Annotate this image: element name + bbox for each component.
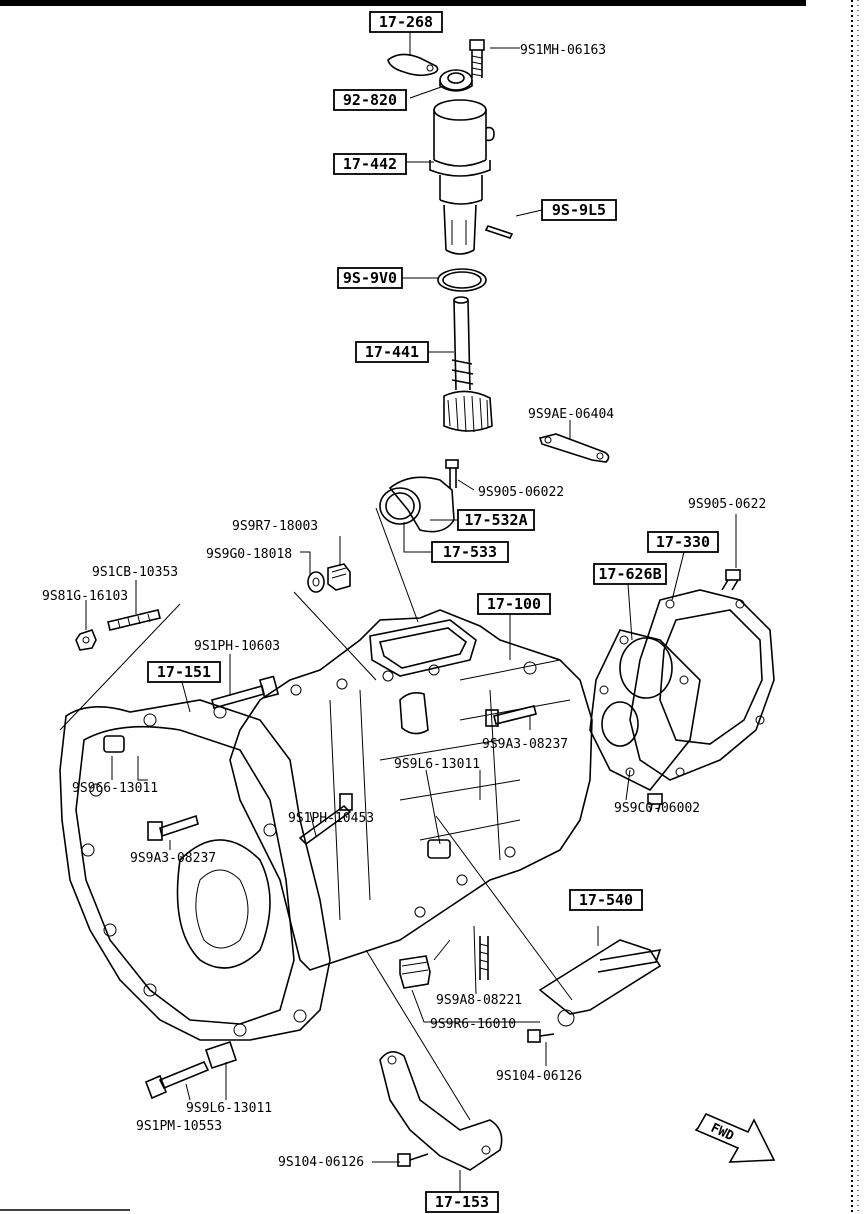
label-9s104-06126-right: 9S104-06126: [496, 1069, 582, 1084]
label-17-540: 17-540: [579, 891, 633, 909]
bracket-17-153: [379, 1051, 503, 1171]
label-17-151: 17-151: [157, 663, 211, 681]
retaining-plate: [387, 53, 439, 77]
label-9s9l6-13011-bottom: 9S9L6-13011: [186, 1101, 272, 1116]
bolt-9s104-right: [527, 1029, 555, 1043]
leader-lines: [59, 30, 737, 1192]
label-9s9ae-06404: 9S9AE-06404: [528, 407, 614, 422]
bolt-9s9a3-left: [147, 814, 199, 841]
label-17-532a: 17-532A: [464, 511, 527, 529]
plug-9s9r6: [399, 955, 431, 989]
oil-seal: [439, 69, 473, 92]
bolt-9s1ph-10603: [211, 675, 280, 709]
label-9s81g-16103: 9S81G-16103: [42, 589, 128, 604]
breather-9s9r7: [327, 563, 351, 591]
bolt-9s104-bottom: [397, 1153, 429, 1167]
extension-housing-17-330: [629, 589, 775, 781]
nut-9s81g: [75, 629, 97, 651]
label-17-100: 17-100: [487, 595, 541, 613]
dowel-9s966: [103, 735, 125, 753]
fwd-arrow: FWD: [694, 1112, 776, 1163]
boxed-part-numbers: 17-268 92-820 17-442 9S-9L5 9S-9V0 17-44…: [147, 11, 719, 1213]
bracket-9s9ae: [538, 433, 610, 463]
bolt-9s9c0: [647, 793, 663, 813]
label-9s104-06126-bottom: 9S104-06126: [278, 1155, 364, 1170]
driven-gear: [443, 296, 493, 433]
label-9s9a8-08221: 9S9A8-08221: [436, 993, 522, 1008]
label-9s9c0-06002: 9S9C0-06002: [614, 801, 700, 816]
label-92-820: 92-820: [343, 91, 397, 109]
label-9s1ph-10453: 9S1PH-10453: [288, 811, 374, 826]
bolt-9s905-right: [721, 569, 741, 591]
clutch-housing-17-151: [59, 699, 331, 1041]
stud-9s1cb: [107, 609, 161, 631]
label-9s-9v0: 9S-9V0: [343, 269, 397, 287]
label-9s905-06022: 9S905-06022: [478, 485, 564, 500]
bolt-9s1mh: [469, 39, 485, 78]
o-ring: [437, 268, 487, 292]
label-17-441: 17-441: [365, 343, 419, 361]
washer-9s9g0: [307, 571, 325, 593]
pin-9s9l5: [484, 225, 514, 239]
label-9s1pm-10553: 9S1PM-10553: [136, 1119, 222, 1134]
dowel-9s9l6-bottom: [204, 1040, 238, 1070]
label-9s966-13011: 9S966-13011: [72, 781, 158, 796]
label-9s1mh-06163: 9S1MH-06163: [520, 43, 606, 58]
label-9s9r6-16010: 9S9R6-16010: [430, 1017, 516, 1032]
label-17-442: 17-442: [343, 155, 397, 173]
stud-9s9a8: [479, 936, 489, 980]
bolt-9s9a3-right: [485, 705, 537, 727]
cover-17-532a: [379, 476, 455, 533]
label-9s9a3-08237-right: 9S9A3-08237: [482, 737, 568, 752]
top-border: [0, 0, 806, 6]
label-17-330: 17-330: [656, 533, 710, 551]
label-9s9a3-08237-left: 9S9A3-08237: [130, 851, 216, 866]
bolt-9s1pm: [144, 1060, 210, 1100]
gasket-17-626b: [589, 629, 701, 792]
dowel-9s9l6-middle: [427, 839, 451, 859]
plain-part-numbers: 9S1MH-06163 9S9AE-06404 9S905-06022 9S90…: [42, 43, 766, 1170]
transaxle-case-17-100: [229, 609, 593, 971]
label-17-533: 17-533: [443, 543, 497, 561]
label-17-153: 17-153: [435, 1193, 489, 1211]
bolt-9s1ph-10453: [298, 793, 353, 846]
label-17-626b: 17-626B: [598, 565, 661, 583]
speedometer-sleeve: [429, 99, 495, 255]
cover-17-540: [538, 939, 662, 1027]
label-9s905-0622: 9S905-0622: [688, 497, 766, 512]
label-9s9l6-13011-middle: 9S9L6-13011: [394, 757, 480, 772]
label-9s9g0-18018: 9S9G0-18018: [206, 547, 292, 562]
label-9s9r7-18003: 9S9R7-18003: [232, 519, 318, 534]
bolt-9s905-top: [445, 459, 459, 488]
label-9s1ph-10603: 9S1PH-10603: [194, 639, 280, 654]
label-9s1cb-10353: 9S1CB-10353: [92, 565, 178, 580]
label-9s-9l5: 9S-9L5: [552, 201, 606, 219]
label-17-268: 17-268: [379, 13, 433, 31]
